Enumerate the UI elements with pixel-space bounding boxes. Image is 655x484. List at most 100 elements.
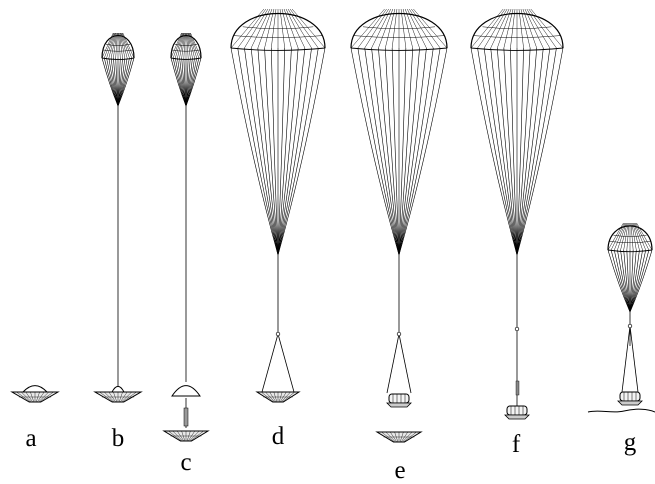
suspension-line [629, 249, 647, 313]
spring-mechanism [183, 407, 189, 427]
canopy-gore [172, 32, 183, 59]
stage-a [10, 385, 60, 403]
canopy-gore [115, 32, 118, 59]
canopy-gore [623, 222, 629, 251]
probe-base [617, 400, 643, 406]
suspension-line [117, 57, 135, 107]
canopy-gore [289, 8, 319, 49]
canopy-gore [635, 222, 650, 251]
stage-label-a: a [25, 425, 37, 452]
stage-label-c: c [180, 449, 192, 476]
suspension-line [264, 47, 279, 256]
bridle [386, 331, 412, 394]
heat-shield [375, 431, 423, 443]
canopy-gore [110, 32, 117, 59]
heat-shield [255, 391, 301, 403]
canopy-gore [483, 8, 508, 49]
stage-label-g: g [623, 429, 637, 456]
canopy-gore [264, 8, 275, 49]
canopy-gore [187, 32, 191, 59]
canopy-gore [626, 222, 630, 251]
suspension-line [516, 47, 551, 256]
canopy-gore [470, 8, 504, 49]
bridle-line [398, 333, 412, 394]
canopy-gore [528, 8, 557, 49]
suspension-line [371, 47, 400, 256]
canopy-gore [250, 8, 271, 49]
stage-label-f: f [511, 431, 521, 458]
canopy-gore [477, 8, 506, 49]
parachute [607, 222, 653, 313]
probe [617, 391, 643, 406]
canopy-gore [411, 8, 441, 49]
canopy-gore [385, 8, 396, 49]
back-cover [21, 385, 49, 393]
canopy-gore [181, 32, 185, 59]
bridle-line [261, 333, 279, 393]
suspension-line [470, 47, 518, 256]
canopy-gore [283, 8, 299, 49]
suspension-line [357, 47, 400, 256]
canopy-gore [279, 8, 285, 49]
bridle [261, 331, 295, 393]
canopy-gore [186, 32, 189, 59]
canopy-gore [119, 32, 126, 59]
canopy-gore [237, 8, 267, 49]
canopy-gore [291, 8, 326, 49]
canopy-gore [257, 8, 273, 49]
swivel-ring [514, 326, 520, 332]
canopy-gore [497, 8, 512, 49]
suspension-line [398, 47, 448, 256]
suspension-line [510, 47, 518, 256]
heat-shield [162, 430, 210, 442]
canopy-gore [607, 222, 624, 251]
suspension-line [613, 249, 631, 313]
suspension-line [350, 47, 400, 256]
canopy-gore [121, 32, 130, 59]
swivel-ring [275, 331, 281, 337]
canopy-gore [189, 32, 200, 59]
canopy-gore [357, 8, 387, 49]
probe-body [619, 391, 641, 402]
suspension-line [496, 47, 518, 256]
suspension-line [277, 47, 312, 256]
canopy-gore [350, 8, 385, 49]
suspension-line [516, 47, 524, 256]
parachute [170, 32, 202, 107]
suspension-line [244, 47, 279, 256]
probe-body [388, 393, 410, 404]
canopy-gore [281, 8, 292, 49]
canopy-gore [230, 8, 265, 49]
probe-body [506, 405, 528, 416]
canopy-gore [378, 8, 394, 49]
suspension-line [398, 47, 414, 256]
canopy-gore [413, 8, 448, 49]
canopy-gore [285, 8, 306, 49]
canopy-gore [118, 32, 121, 59]
parachute [230, 8, 326, 256]
canopy-gore [188, 32, 197, 59]
heat-shield [10, 391, 60, 403]
bridle-line [277, 333, 295, 393]
suspension-line [483, 47, 518, 256]
canopy-gore [631, 222, 637, 251]
canopy-gore [610, 222, 625, 251]
canopy-gore [121, 32, 132, 59]
suspension-line [516, 47, 544, 256]
swivel-ring [627, 323, 633, 329]
heat-shield [93, 391, 143, 403]
suspension-line [516, 47, 557, 256]
suspension-line [384, 47, 400, 256]
canopy-gore [617, 222, 627, 251]
stage-g [587, 222, 655, 413]
canopy-gore [104, 32, 115, 59]
swivel-ring [396, 331, 402, 337]
canopy-gore [409, 8, 434, 49]
canopy-gore [177, 32, 184, 59]
canopy-gore [190, 32, 202, 59]
suspension-line [230, 47, 279, 256]
suspension-line [503, 47, 518, 256]
suspension-line [378, 47, 400, 256]
suspension-line [391, 47, 400, 256]
suspension-line [237, 47, 279, 256]
